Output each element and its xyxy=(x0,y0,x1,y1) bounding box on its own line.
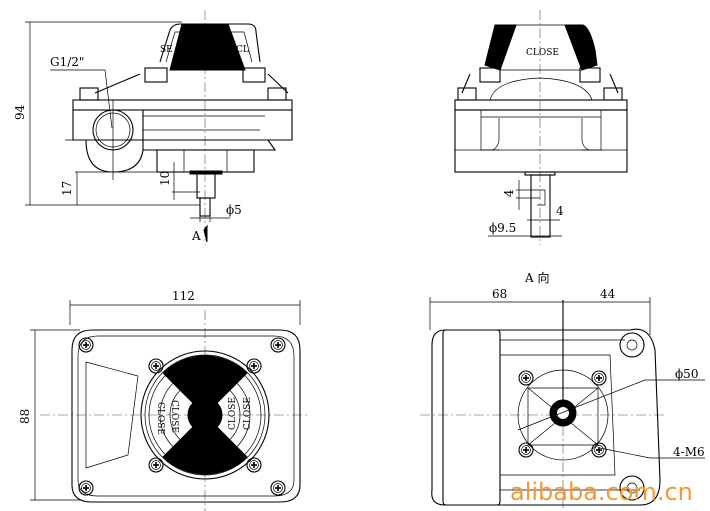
thread-label: G1/2" xyxy=(50,55,84,69)
dim-left-68: 68 xyxy=(492,287,507,301)
screw-icon xyxy=(78,480,94,496)
dim-right-44: 44 xyxy=(600,287,616,301)
screw-icon xyxy=(246,457,262,473)
side-view-right xyxy=(454,10,628,245)
indicator-text: CLOSE xyxy=(228,397,238,430)
screw-icon xyxy=(148,358,164,374)
screw-icon xyxy=(78,337,94,353)
dim-slot-width: 4 xyxy=(556,204,564,218)
side-view-left xyxy=(25,10,293,245)
dim-stem-10: 10 xyxy=(158,171,172,186)
dim-bolts-m6: 4-M6 xyxy=(673,445,705,459)
dim-height-88: 88 xyxy=(18,409,32,424)
screw-icon xyxy=(518,370,534,386)
bottom-view-a xyxy=(420,297,705,511)
screw-icon xyxy=(270,337,286,353)
screw-icon xyxy=(148,457,164,473)
dim-base-17: 17 xyxy=(60,181,74,196)
cap-left-text: SE xyxy=(160,45,173,55)
indicator-text: CLOSE xyxy=(155,402,165,435)
screw-icon xyxy=(591,442,607,458)
cap-right-text: CL xyxy=(236,45,249,55)
dim-circle-50: ϕ50 xyxy=(675,367,698,381)
screw-icon xyxy=(270,480,286,496)
dim-slot-depth: 4 xyxy=(502,189,516,197)
cap-close-text: CLOSE xyxy=(526,48,559,58)
top-view xyxy=(30,300,310,511)
screw-icon xyxy=(246,358,262,374)
watermark: alibaba.com.cn xyxy=(510,478,693,506)
view-arrow-label: A xyxy=(191,229,201,243)
dim-shaft-9-5: ϕ9.5 xyxy=(489,221,516,235)
indicator-text: CLOSE xyxy=(169,400,179,433)
dim-width-112: 112 xyxy=(172,289,195,303)
view-arrow-icon xyxy=(203,224,208,243)
dim-height-94: 94 xyxy=(13,104,27,120)
screw-icon xyxy=(591,370,607,386)
screw-icon xyxy=(518,442,534,458)
indicator-text: CLOSE xyxy=(243,397,253,430)
view-a-title: A 向 xyxy=(524,270,549,285)
indicator-dome xyxy=(169,23,246,71)
dim-shaft-5: ϕ5 xyxy=(226,203,242,217)
